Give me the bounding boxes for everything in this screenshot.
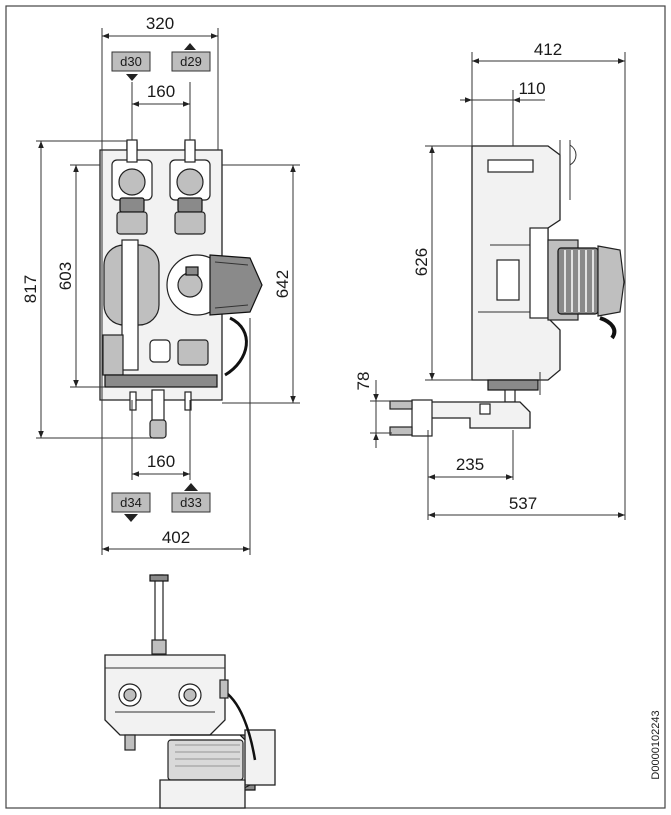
drawing-frame — [5, 5, 666, 809]
side-view — [389, 140, 625, 437]
dim-side-depth-total: 412 — [534, 40, 562, 59]
dim-side-bracket-depth: 235 — [456, 455, 484, 474]
dim-front-spacing-top: 160 — [147, 82, 175, 101]
dim-front-height-total: 817 — [21, 275, 40, 303]
arrow-down-icon — [124, 514, 138, 522]
svg-text:d29: d29 — [180, 54, 202, 69]
arrow-down-icon — [126, 74, 138, 81]
dim-side-bracket-height: 78 — [354, 372, 373, 391]
svg-text:d30: d30 — [120, 54, 142, 69]
dim-side-depth-bottom: 537 — [509, 494, 537, 513]
front-view — [99, 139, 263, 439]
connection-tag-top-right: d29 — [171, 43, 211, 72]
document-id: D0000102243 — [650, 710, 662, 779]
arrow-up-icon — [184, 483, 198, 491]
dim-front-width-top: 320 — [146, 14, 174, 33]
arrow-up-icon — [184, 43, 196, 50]
dim-side-offset-top: 110 — [518, 79, 545, 98]
connection-tag-top-left: d30 — [111, 51, 151, 81]
side-dimension-lines — [373, 58, 625, 518]
front-extension-lines — [36, 28, 300, 555]
dim-front-height-right: 642 — [273, 270, 292, 298]
dim-side-height: 626 — [412, 248, 431, 276]
top-view — [104, 574, 276, 809]
connection-tag-bottom-right: d33 — [171, 483, 211, 513]
svg-text:d34: d34 — [120, 495, 142, 510]
front-dimension-lines — [38, 33, 296, 552]
connection-tag-bottom-left: d34 — [111, 492, 151, 522]
dim-front-height-body: 603 — [56, 262, 75, 290]
dim-front-spacing-bottom: 160 — [147, 452, 175, 471]
pump-fins — [557, 247, 599, 315]
dim-front-width-bottom: 402 — [162, 528, 190, 547]
svg-text:d33: d33 — [180, 495, 202, 510]
